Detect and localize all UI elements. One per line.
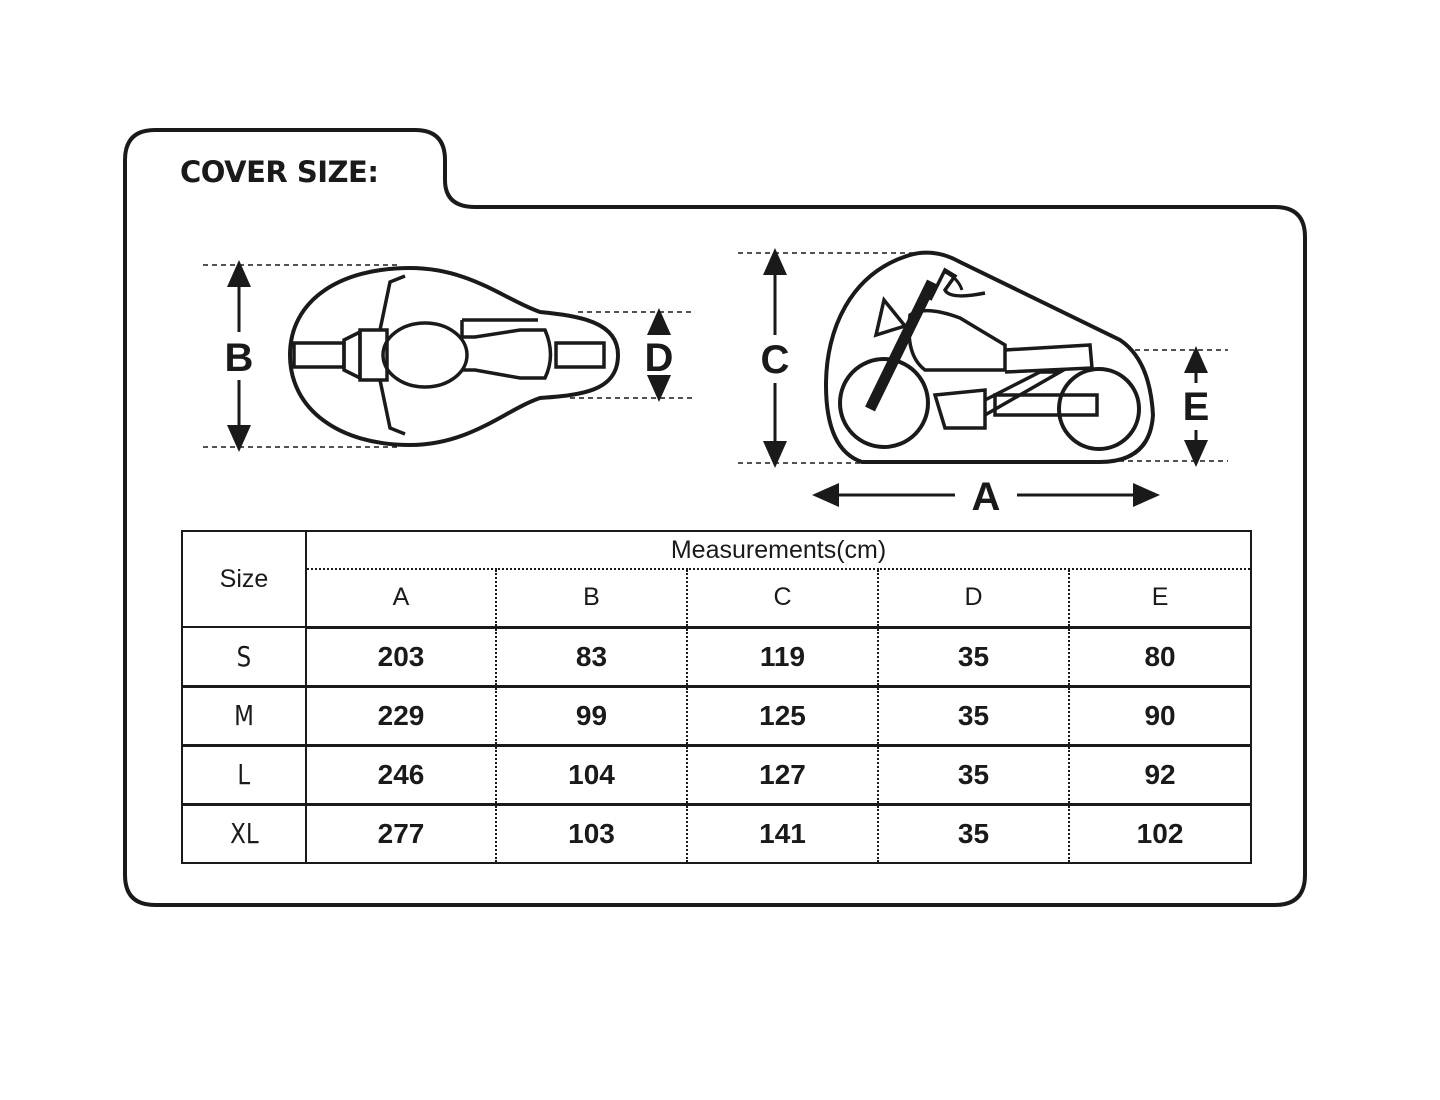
dimension-a-label: A (972, 475, 1001, 519)
dimension-e-label: E (1183, 385, 1210, 429)
top-view (203, 260, 693, 452)
measurements-header: Measurements(cm) (306, 529, 1253, 571)
column-header-a: A (306, 569, 497, 629)
value-d: 35 (878, 686, 1070, 747)
table-row: L 246 104 127 35 92 (181, 745, 1253, 806)
size-label: M (234, 699, 254, 732)
dimension-c-label: C (761, 338, 790, 382)
value-a: 277 (306, 804, 497, 864)
value-a: 246 (306, 745, 497, 806)
value-b: 104 (496, 745, 688, 806)
size-chart-table: Size Measurements(cm) A B C D E S 203 83… (181, 529, 1253, 864)
table-row: S 203 83 119 35 80 (181, 627, 1253, 688)
side-view (738, 248, 1228, 507)
value-e: 80 (1069, 627, 1253, 688)
value-e: 92 (1069, 745, 1253, 806)
size-label: XL (229, 817, 259, 850)
table-row: XL 277 103 141 35 102 (181, 804, 1253, 864)
value-d: 35 (878, 745, 1070, 806)
value-e: 102 (1069, 804, 1253, 864)
column-header-b: B (496, 569, 688, 629)
value-c: 125 (687, 686, 879, 747)
value-c: 119 (687, 627, 879, 688)
side-view-cover-outline (823, 250, 1156, 464)
table-row: M 229 99 125 35 90 (181, 686, 1253, 747)
column-header-e: E (1069, 569, 1253, 629)
value-c: 127 (687, 745, 879, 806)
value-a: 229 (306, 686, 497, 747)
value-b: 83 (496, 627, 688, 688)
column-header-c: C (687, 569, 879, 629)
size-column-header: Size (181, 530, 307, 628)
value-b: 103 (496, 804, 688, 864)
page-title: COVER SIZE: (180, 155, 379, 189)
dimension-b-label: B (225, 336, 254, 380)
size-label: S (236, 639, 252, 673)
value-a: 203 (306, 627, 497, 688)
value-c: 141 (687, 804, 879, 864)
column-header-d: D (878, 569, 1070, 629)
dimension-d-label: D (645, 336, 674, 380)
value-d: 35 (878, 627, 1070, 688)
value-e: 90 (1069, 686, 1253, 747)
value-d: 35 (878, 804, 1070, 864)
top-view-cover-outline (287, 265, 621, 448)
size-label: L (237, 758, 251, 791)
value-b: 99 (496, 686, 688, 747)
